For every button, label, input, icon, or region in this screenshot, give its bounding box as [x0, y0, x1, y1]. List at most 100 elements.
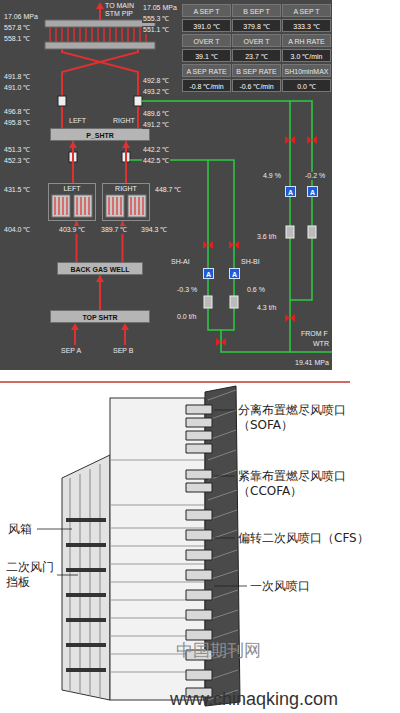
reading-value: 491.2 ℃ [142, 121, 170, 129]
arrow-head [69, 141, 77, 148]
reading-value: 551.1 ℃ [142, 26, 170, 34]
actuator-tag: A [203, 268, 214, 279]
reading-value: 404.0 ℃ [3, 226, 31, 234]
heater-bar: BACK GAS WELL [57, 262, 143, 275]
valve-symbol [307, 136, 317, 144]
table-value: 39.1 ℃ [182, 49, 231, 62]
node-label: LEFT [49, 184, 95, 194]
table-header: OVER T [182, 34, 231, 47]
watermark-url: www.chinaqking.com [170, 688, 338, 710]
coil-tubes [55, 197, 143, 215]
watermark: 中国期刊网 [176, 640, 261, 660]
reading-value: 491.8 ℃ [3, 73, 31, 81]
reading-value: 17.06 MPa [3, 13, 39, 21]
table-value: 0.0 ℃ [282, 79, 331, 92]
reading-value: RIGHT [112, 117, 136, 125]
callout-label: 偏转二次风喷口（CFS） [238, 531, 388, 546]
valve-symbol [229, 241, 239, 249]
separator-pipe [75, 325, 125, 345]
callout-label: 紧靠布置燃尽风喷口（CCOFA） [238, 469, 356, 499]
reading-value: 557.8 ℃ [3, 24, 31, 32]
flow-meter [286, 226, 294, 238]
flow-arrow [71, 323, 79, 330]
pipe-destination: TO MAIN STM PIP [104, 2, 136, 18]
table-value: 391.0 ℃ [182, 19, 231, 32]
callout-label: 二次风门挡板 [6, 560, 56, 590]
reading-value: 19.41 MPa [294, 359, 330, 367]
node-label: TOP SHTR [51, 311, 149, 324]
reading-value: 493.2 ℃ [142, 88, 170, 96]
flow-arrow [96, 2, 104, 9]
reading-value: 0.6 % [246, 286, 266, 294]
reading-value: 558.1 ℃ [3, 35, 31, 43]
coil-box: RIGHT [102, 183, 150, 221]
table-header: B SEP RATE [232, 64, 281, 77]
table-header: OVER T [232, 34, 281, 47]
header-pipe [45, 20, 155, 27]
valve-symbol [285, 314, 295, 322]
reading-value: 451.3 ℃ [3, 146, 31, 154]
table-header: A SEP RATE [182, 64, 231, 77]
temp-sensor [58, 96, 66, 106]
heater-bar: TOP SHTR [50, 310, 150, 323]
wind-box [62, 455, 110, 700]
reading-value: 496.8 ℃ [3, 108, 31, 116]
reading-value: 555.3 ℃ [142, 15, 170, 23]
actuator-tag: A [285, 186, 296, 197]
table-value: 23.7 ℃ [232, 49, 281, 62]
table-header: A RH RATE [282, 34, 331, 47]
reading-value: 403.9 ℃ [58, 226, 86, 234]
damper-plates [66, 520, 106, 670]
reading-value: WTR [312, 340, 330, 348]
separator-line [0, 381, 350, 383]
table-value: 3.0 ℃/min [282, 49, 331, 62]
reading-value: 394.3 ℃ [140, 226, 168, 234]
coil-box: LEFT [48, 183, 96, 221]
reading-value: 4.9 % [262, 172, 282, 180]
reading-value: SEP A [60, 347, 82, 355]
leader-lines [37, 410, 247, 586]
table-value: -0.8 ℃/min [182, 79, 231, 92]
pipe-connector [122, 141, 130, 183]
reading-value: SH-AI [170, 258, 191, 266]
node-label: RIGHT [103, 184, 149, 194]
reading-value: 492.8 ℃ [142, 77, 170, 85]
table-header: SH10minMAX [282, 64, 331, 77]
spray-water-line [142, 101, 332, 352]
table-header: A SEP T [182, 4, 231, 17]
cross-pipe [62, 49, 138, 128]
reading-value: 495.8 ℃ [3, 119, 31, 127]
reading-value: 491.0 ℃ [3, 84, 31, 92]
valve-symbol [216, 338, 226, 346]
reading-value: 489.6 ℃ [142, 110, 170, 118]
reading-value: 17.05 MPa [142, 4, 178, 12]
table-value: 379.8 ℃ [232, 19, 281, 32]
node-label: BACK GAS WELL [58, 263, 142, 276]
flow-meter [308, 226, 316, 238]
reading-value: 389.7 ℃ [100, 226, 128, 234]
callout-label: 风箱 [8, 522, 38, 537]
table-header: A SEP T [282, 4, 331, 17]
valve-symbol [285, 136, 295, 144]
pipe-connector [69, 141, 77, 183]
reading-value: 442.2 ℃ [142, 146, 170, 154]
reading-value: 431.5 ℃ [3, 186, 31, 194]
table-header: B SEP T [232, 4, 281, 17]
callout-label: 分离布置燃尽风喷口（SOFA） [238, 403, 353, 433]
reading-value: 452.3 ℃ [3, 157, 31, 165]
reading-value: FROM F [300, 330, 329, 338]
reading-value: 442.5 ℃ [142, 157, 170, 165]
flow-meter [204, 296, 212, 308]
reading-value: 0.0 t/h [176, 313, 197, 321]
actuator-tag: A [307, 186, 318, 197]
header-pipe [45, 42, 155, 49]
flow-arrow [121, 323, 129, 330]
spray-water-line [130, 160, 290, 352]
table-value: 333.3 ℃ [282, 19, 331, 32]
node-label: P_SHTR [51, 129, 149, 142]
reading-value: 4.3 t/h [256, 304, 277, 312]
scada-panel [0, 0, 332, 370]
